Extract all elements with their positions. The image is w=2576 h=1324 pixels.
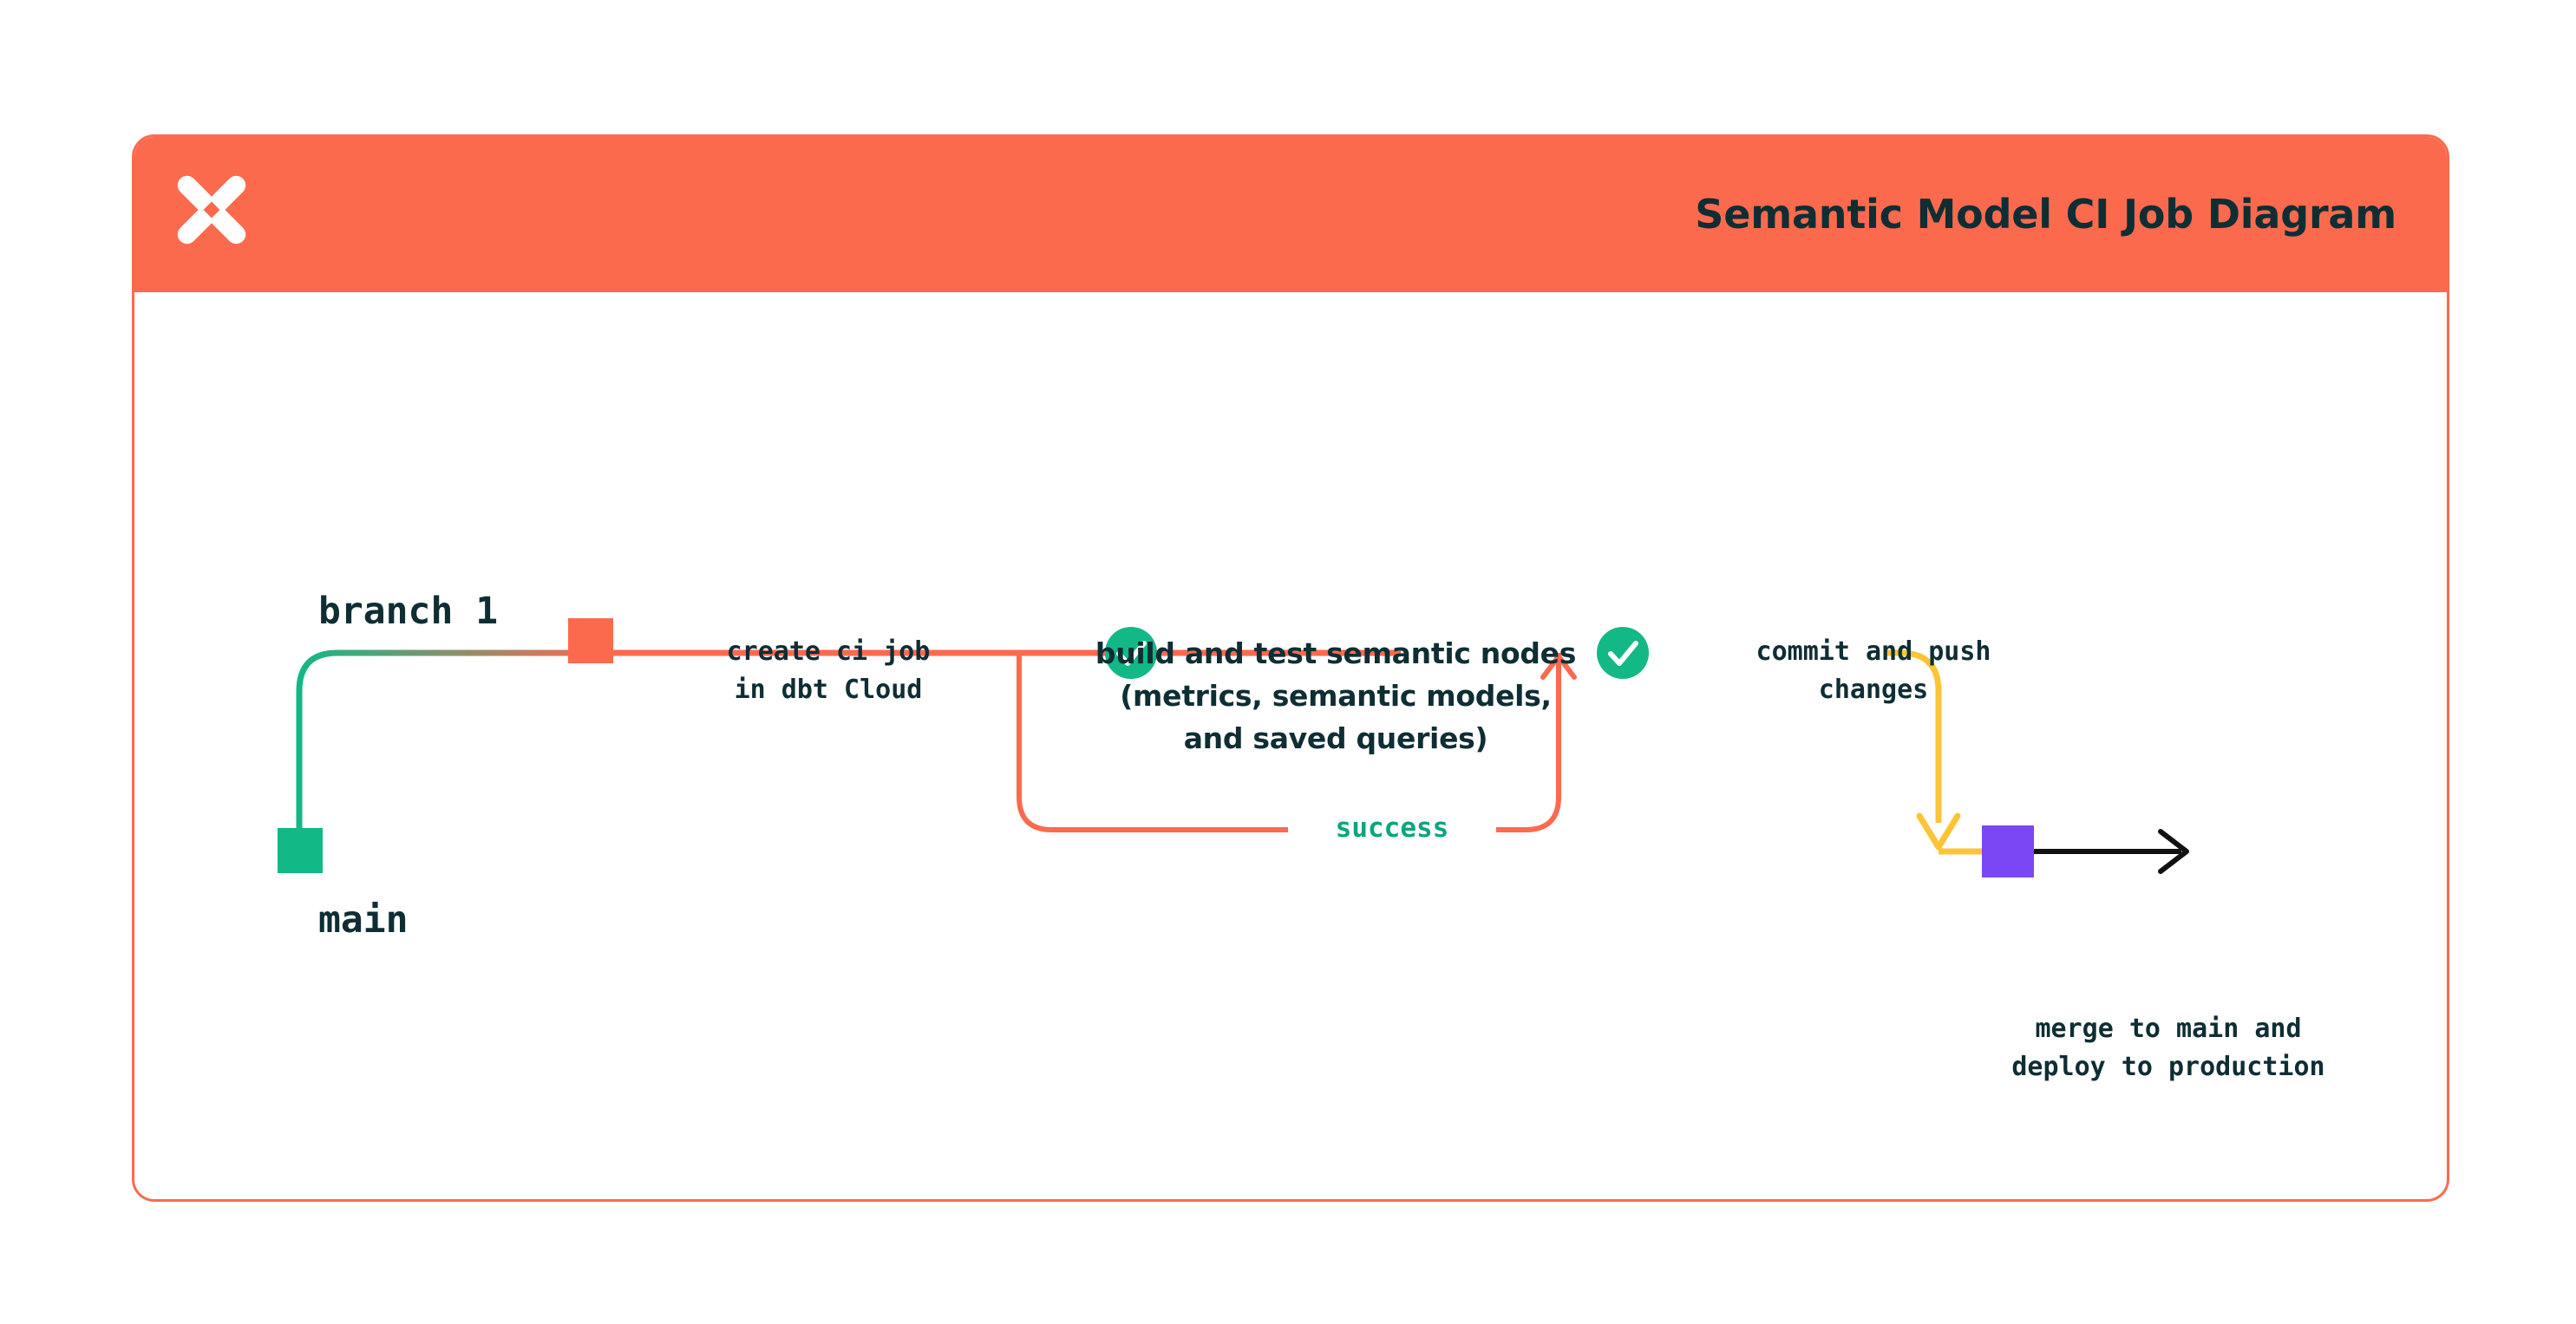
card-header: Semantic Model CI Job Diagram <box>134 137 2447 292</box>
flow-graph <box>278 618 2189 877</box>
lane-label-branch-1: branch 1 <box>318 590 499 633</box>
check-icon-commit <box>1608 641 1638 666</box>
check-icon-build <box>1116 641 1147 666</box>
retry-loop-edge <box>1017 653 1561 832</box>
continue-main-arrow <box>2034 829 2189 874</box>
node-marker-commit-and-push[interactable] <box>1597 627 1649 679</box>
diagram-canvas: branch 1 main create ci job in dbt Cloud… <box>134 292 2447 1202</box>
merge-down-edge <box>1886 649 1942 823</box>
branch-off-edge <box>296 649 606 855</box>
node-marker-merge-to-main[interactable] <box>1982 825 2034 877</box>
node-caption-create-ci-job: create ci job in dbt Cloud <box>726 636 931 706</box>
merge-down-arrowhead <box>1916 812 1961 851</box>
node-marker-create-ci-job[interactable] <box>568 618 613 663</box>
lane-label-main: main <box>318 898 409 942</box>
node-caption-build-and-test: build and test semantic nodes (metrics, … <box>1095 636 1577 755</box>
diagram-card: Semantic Model CI Job Diagram <box>132 134 2449 1202</box>
node-caption-commit-and-push: commit and push changes <box>1755 636 1991 706</box>
node-marker-build-and-test[interactable] <box>1105 627 1157 679</box>
node-marker-main-start[interactable] <box>278 828 323 873</box>
retry-loop-arrowhead <box>1540 654 1577 743</box>
edge-label-success: success <box>1288 811 1496 845</box>
page-title: Semantic Model CI Job Diagram <box>1695 191 2396 238</box>
node-caption-merge-to-main: merge to main and deploy to production <box>2011 1014 2325 1083</box>
dbt-x-logo-icon <box>170 168 253 251</box>
